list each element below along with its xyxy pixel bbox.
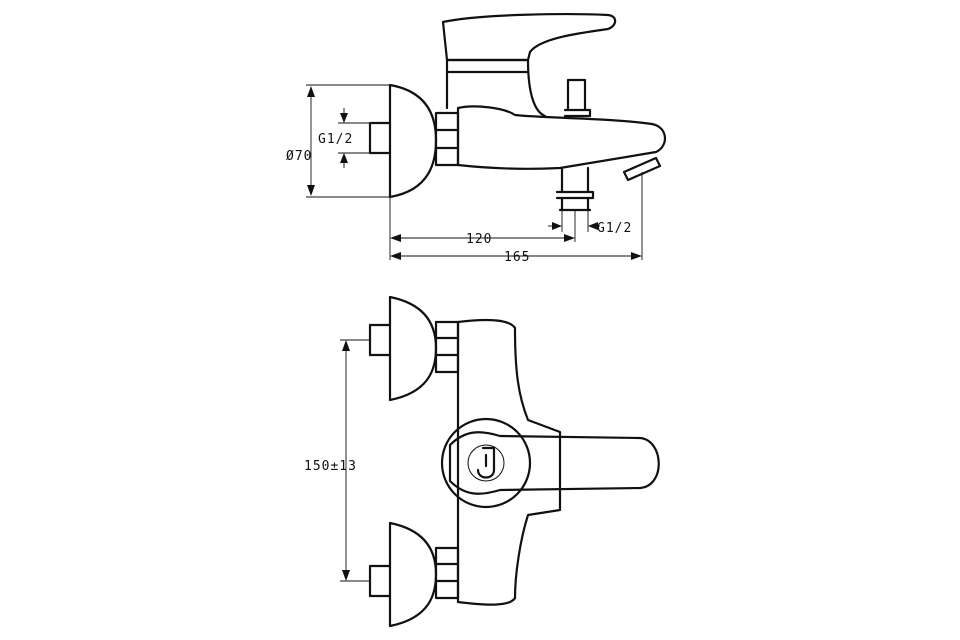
- side-lever: [441, 13, 617, 62]
- front-escutcheon-top: [388, 295, 438, 402]
- label-diameter: Ø70: [286, 149, 312, 164]
- dim-thread-bottom: [548, 210, 600, 232]
- front-view: 150±13: [304, 295, 660, 628]
- side-collar: [445, 58, 530, 74]
- side-view: Ø70 G1/2 120 165: [286, 13, 666, 265]
- front-nut-top: [434, 320, 460, 374]
- side-hex-nut: [434, 111, 460, 167]
- front-escutcheon-bottom: [388, 521, 438, 628]
- dim-spacing: [340, 339, 370, 582]
- label-spacing: 150±13: [304, 459, 357, 474]
- front-nut-bottom: [434, 546, 460, 600]
- dim-165: [390, 252, 642, 260]
- side-inlet-pipe: [368, 121, 392, 155]
- dim-diameter: [306, 84, 390, 198]
- front-handle-base: [440, 417, 532, 509]
- front-lever: [448, 431, 660, 495]
- front-inlet-top: [368, 323, 392, 357]
- label-120: 120: [466, 232, 492, 247]
- front-inlet-bottom: [368, 564, 392, 598]
- front-body: [456, 318, 562, 606]
- dim-thread-side: [338, 108, 370, 168]
- label-165: 165: [504, 250, 530, 265]
- side-escutcheon: [388, 83, 438, 199]
- side-body-spout: [456, 105, 666, 170]
- label-thread-bottom: G1/2: [597, 221, 632, 236]
- side-aerator: [622, 156, 662, 182]
- front-logo-icon: [476, 446, 496, 479]
- dim-120: [390, 234, 575, 242]
- label-thread-side: G1/2: [318, 132, 353, 147]
- side-shower-outlet: [555, 166, 595, 212]
- side-column: [445, 58, 547, 118]
- side-diverter-knob: [563, 78, 592, 118]
